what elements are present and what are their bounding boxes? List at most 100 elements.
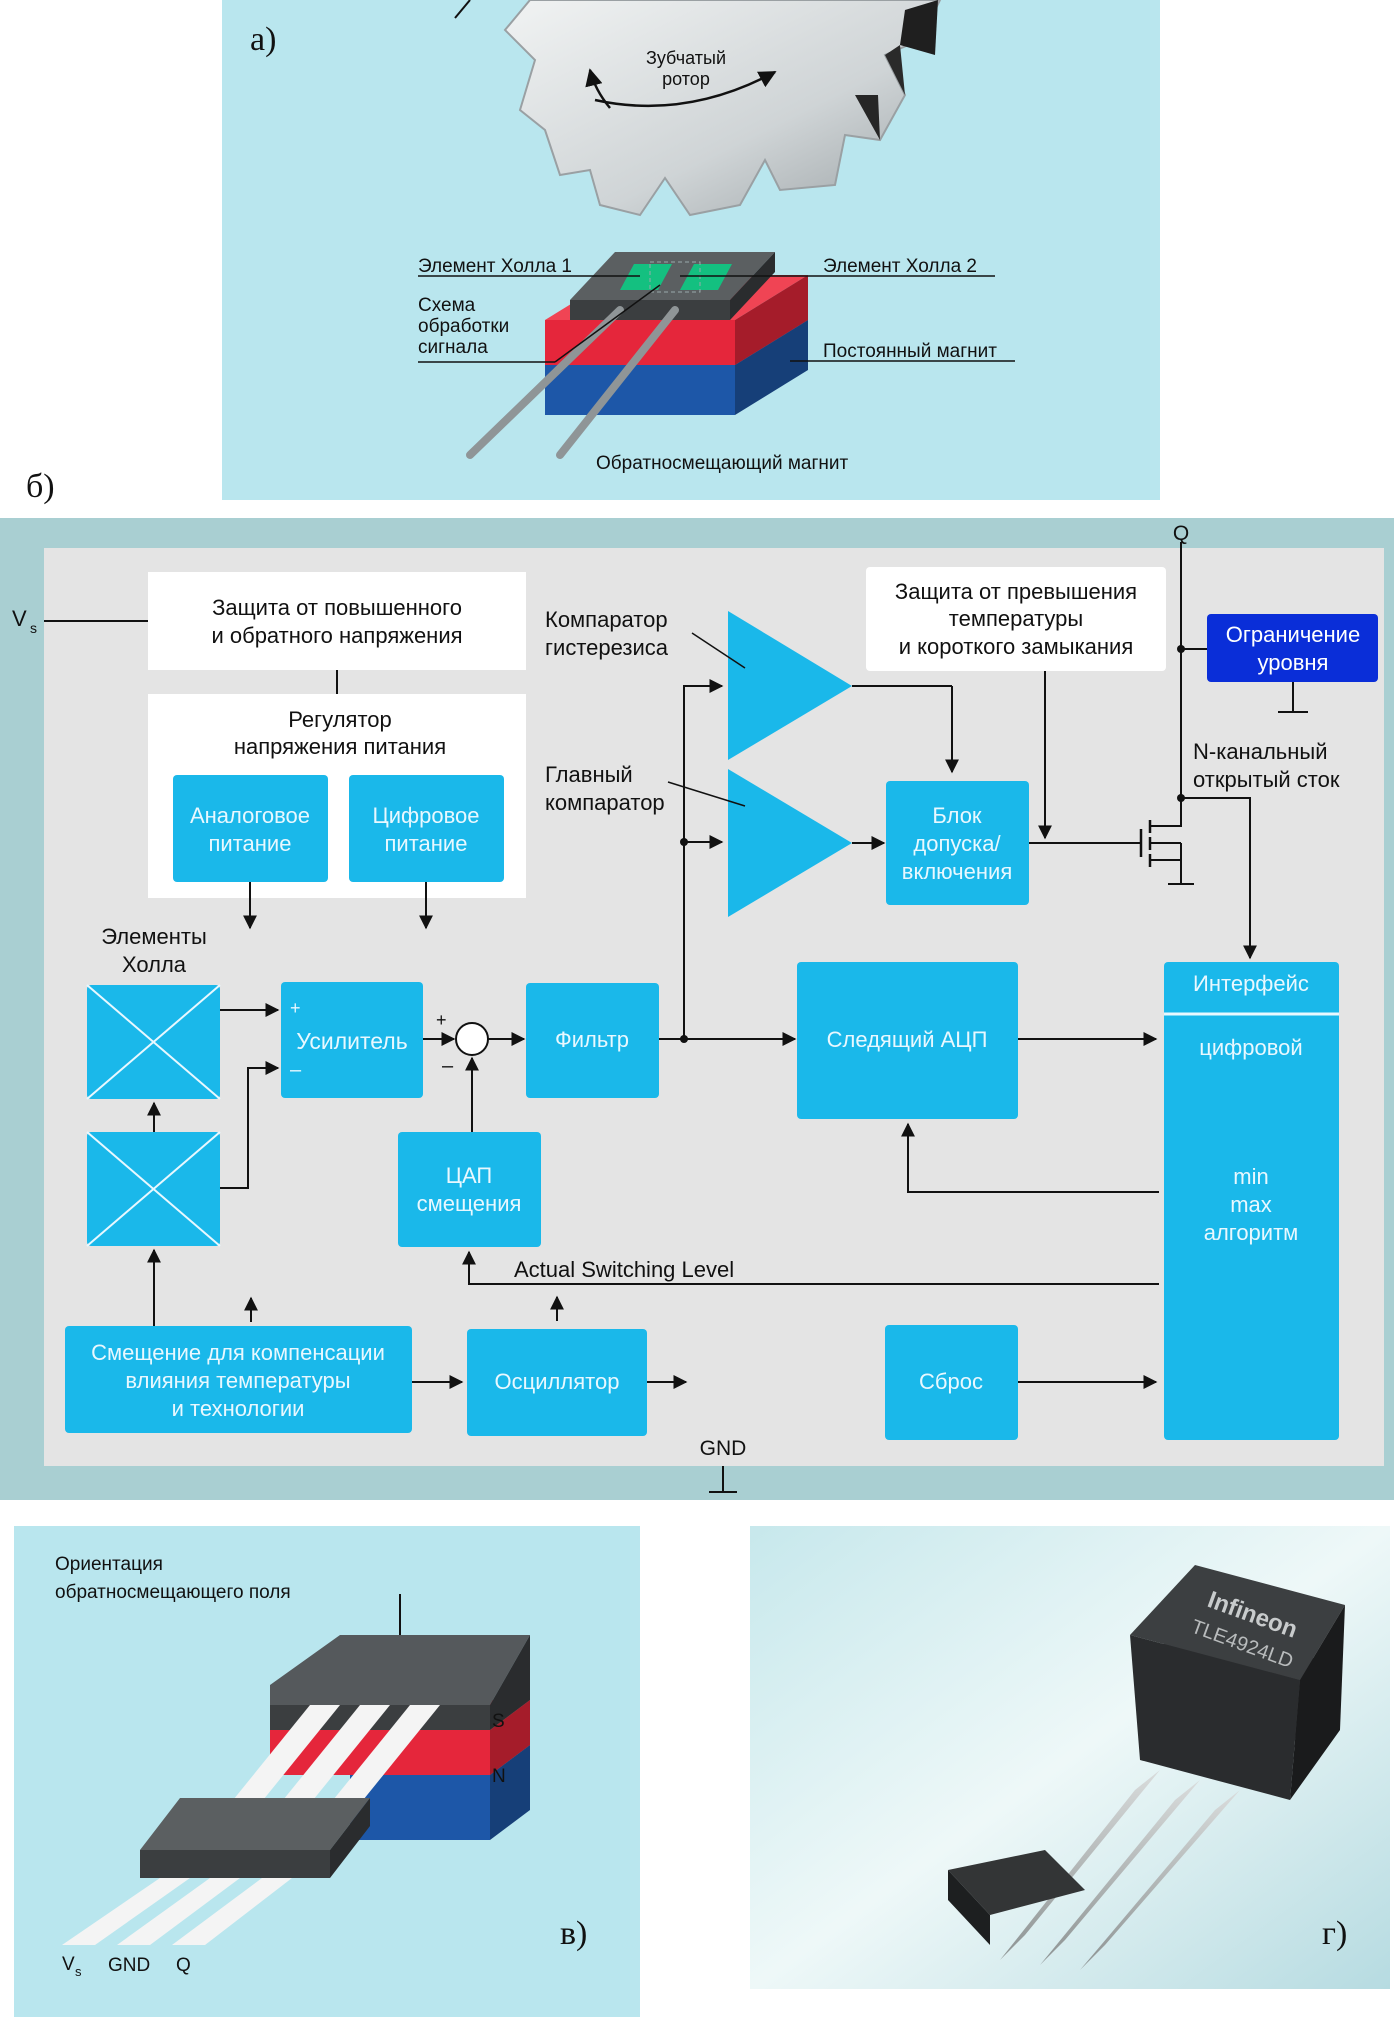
sum-minus: –: [442, 1055, 454, 1077]
pole-n-label: N: [492, 1766, 506, 1787]
panel-b: V s Защита от повышенного и обратного на…: [0, 518, 1394, 1500]
dac-line1: ЦАП: [446, 1163, 493, 1188]
main-comp-line1: Главный: [545, 762, 633, 787]
vs-subscript: s: [30, 620, 37, 636]
main-comp-line2: компаратор: [545, 790, 665, 815]
sensor-chip-photo: [948, 1565, 1345, 1970]
signal-label-line2: обработки: [418, 316, 509, 337]
temp-protect-line1: Защита от превышения: [895, 579, 1137, 604]
orientation-line1: Ориентация: [55, 1554, 163, 1575]
oscillator-block: [467, 1329, 647, 1436]
summing-junction-icon: [455, 1022, 489, 1056]
minmax-line3: алгоритм: [1204, 1220, 1299, 1245]
pin-vs-subscript: s: [75, 1964, 82, 1979]
filter-label: Фильтр: [555, 1027, 629, 1052]
rotor-label-line1: Зубчатый: [646, 48, 726, 68]
amplifier-label: Усилитель: [296, 1028, 407, 1054]
limit-line1: Ограничение: [1226, 622, 1360, 647]
main-comparator-icon: [728, 769, 852, 917]
analog-line2: питание: [209, 831, 292, 856]
vs-label: V: [12, 606, 27, 631]
rotation-arrow-icon: [594, 70, 777, 108]
minmax-line2: max: [1230, 1192, 1272, 1217]
bias-line3: и технологии: [172, 1396, 305, 1421]
back-bias-magnet-label: Обратносмещающий магнит: [596, 453, 849, 474]
panel-a: а) Зубчатый ротор: [222, 0, 1160, 500]
dac-offset-block: [398, 1132, 541, 1247]
label-g: г): [1322, 1915, 1347, 1952]
signal-label-line3: сигнала: [418, 337, 488, 358]
adc-label: Следящий АЦП: [827, 1027, 988, 1052]
hysteresis-comparator-icon: [728, 611, 852, 760]
overvoltage-protection-block: [148, 572, 526, 670]
pin-q-label: Q: [176, 1955, 191, 1976]
analog-line1: Аналоговое: [190, 803, 310, 828]
gear-rotor-icon: [454, 0, 942, 217]
amplifier-block: [281, 982, 423, 1098]
label-a: а): [250, 21, 276, 58]
interface-title: Интерфейс: [1193, 971, 1309, 996]
n-channel-mosfet-icon: [1139, 798, 1194, 885]
analog-supply-block: [173, 775, 328, 882]
rotor-label-line2: ротор: [662, 69, 710, 89]
hall-element-bottom: [86, 1131, 221, 1247]
temp-protect-line2: температуры: [949, 606, 1083, 631]
bias-line1: Смещение для компенсации: [91, 1340, 385, 1365]
regulator-line1: Регулятор: [288, 707, 392, 732]
gate-line1: Блок: [932, 803, 982, 828]
pole-s-label: S: [492, 1711, 505, 1732]
digital-line2: питание: [385, 831, 468, 856]
pin-vs-label: V: [62, 1954, 75, 1975]
hyst-comp-line1: Компаратор: [545, 607, 668, 632]
magnet-stack-icon: [62, 1635, 530, 1945]
overvoltage-line1: Защита от повышенного: [212, 595, 462, 620]
temp-protect-line3: и короткого замыкания: [899, 634, 1134, 659]
minmax-line1: min: [1233, 1164, 1268, 1189]
overvoltage-line2: и обратного напряжения: [211, 623, 462, 648]
tracking-adc-block: [797, 962, 1018, 1119]
panel-g: Infineon TLE4924LD г): [750, 1526, 1390, 1989]
level-limit-block: [1207, 614, 1378, 682]
panel-v: Ориентация обратносмещающего поля S N V: [14, 1526, 640, 2017]
interface-digital: цифровой: [1199, 1035, 1302, 1060]
amp-plus: +: [290, 998, 301, 1018]
permanent-magnet-label: Постоянный магнит: [823, 341, 997, 362]
filter-block: [526, 983, 659, 1098]
limit-line2: уровня: [1258, 650, 1329, 675]
digital-interface-block: [1164, 962, 1339, 1440]
rotation-arrow-left-icon: [585, 68, 611, 109]
bias-compensation-block: [65, 1326, 412, 1433]
gate-line3: включения: [902, 859, 1012, 884]
hall-element-top: [86, 984, 221, 1100]
pin-gnd-label: GND: [108, 1955, 150, 1976]
switching-level-label: Actual Switching Level: [514, 1257, 734, 1282]
hall-elements-line2: Холла: [122, 952, 187, 977]
digital-supply-block: [349, 775, 504, 882]
oscillator-label: Осциллятор: [495, 1369, 620, 1394]
regulator-line2: напряжения питания: [234, 734, 446, 759]
gate-line2: допуска/: [913, 831, 1001, 856]
gnd-label: GND: [700, 1437, 747, 1460]
hall-2-label: Элемент Холла 2: [823, 256, 977, 277]
hyst-comp-line2: гистерезиса: [545, 635, 669, 660]
nch-line2: открытый сток: [1193, 767, 1340, 792]
nch-line1: N-канальный: [1193, 739, 1328, 764]
hall-1-label: Элемент Холла 1: [418, 256, 572, 277]
q-output-label: Q: [1173, 522, 1189, 545]
digital-line1: Цифровое: [372, 803, 479, 828]
label-v: в): [560, 1915, 587, 1952]
bias-line2: влияния температуры: [125, 1368, 350, 1393]
sensor-assembly: [466, 252, 808, 459]
overtemp-protection-block: [866, 567, 1166, 671]
hall-elements-line1: Элементы: [101, 924, 207, 949]
gate-enable-block: [886, 781, 1029, 905]
amp-minus: –: [290, 1059, 302, 1081]
signal-label-line1: Схема: [418, 295, 476, 316]
orientation-line2: обратносмещающего поля: [55, 1582, 291, 1603]
reset-label: Сброс: [919, 1369, 983, 1394]
reset-block: [885, 1325, 1018, 1440]
sum-plus: +: [436, 1010, 447, 1030]
label-b: б): [26, 468, 55, 505]
dac-line2: смещения: [417, 1191, 522, 1216]
